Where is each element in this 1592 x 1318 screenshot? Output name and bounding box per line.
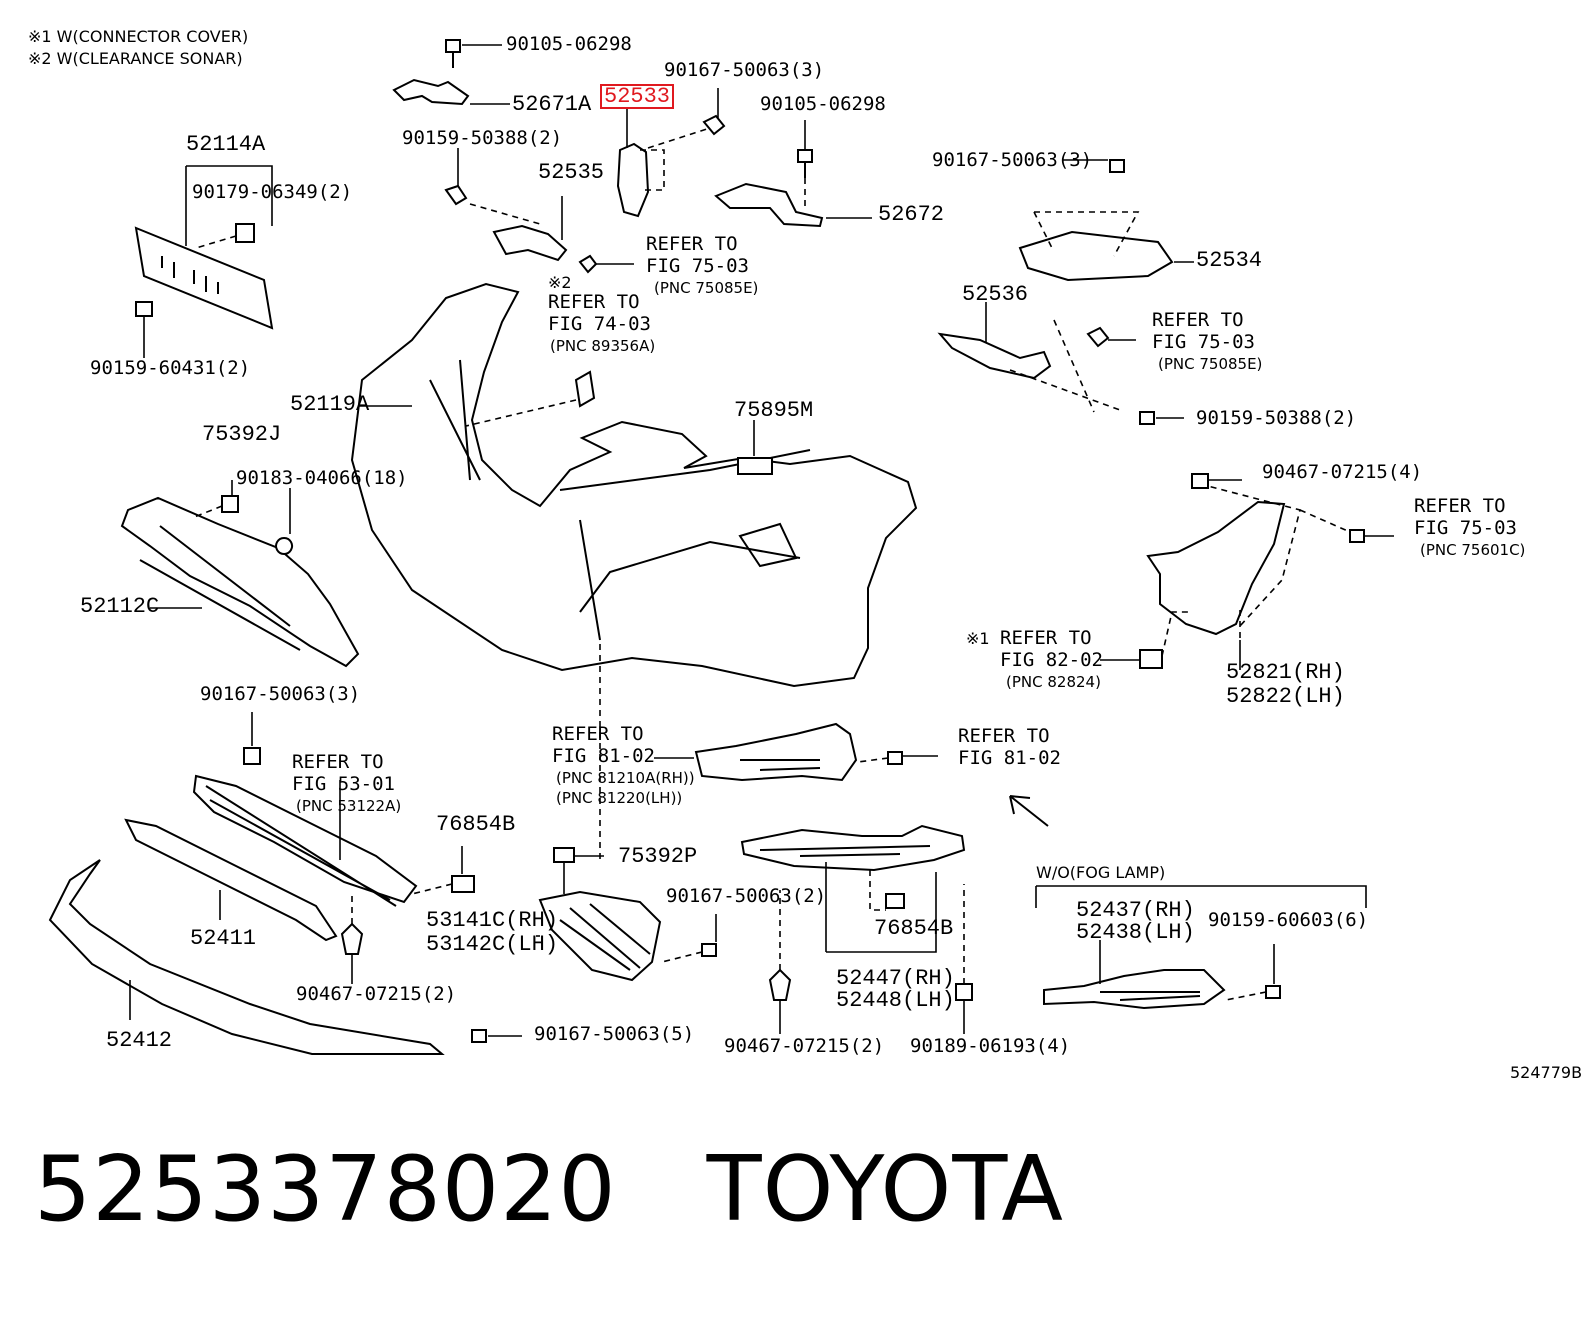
label-part: 52437(RH) bbox=[1076, 898, 1195, 923]
label-bolt: 90167-50063(3) bbox=[200, 683, 361, 705]
ref-line: REFER TO bbox=[1414, 495, 1506, 517]
label-part: 52119A bbox=[290, 392, 370, 417]
label-bolt: 90105-06298 bbox=[506, 33, 632, 55]
note-mark: ※2 bbox=[548, 273, 572, 292]
label-bolt: 90467-07215(4) bbox=[1262, 461, 1423, 483]
ref-line: FIG 75-03 bbox=[1152, 331, 1255, 353]
bracket-52671A bbox=[392, 78, 510, 106]
label-part: 52671A bbox=[512, 92, 592, 117]
label-part: 52114A bbox=[186, 132, 266, 157]
trim-52447 bbox=[740, 824, 973, 1034]
label-part: 75895M bbox=[734, 398, 814, 423]
label-part: 75392J bbox=[202, 422, 282, 447]
label-bolt: 90167-50063(3) bbox=[932, 149, 1093, 171]
label-part: 52821(RH) bbox=[1226, 660, 1345, 685]
label-part-highlighted[interactable]: 52533 bbox=[600, 84, 675, 109]
label-part: 52411 bbox=[190, 926, 257, 951]
retainer-52534 bbox=[1018, 159, 1194, 282]
ref-line: FIG 81-02 bbox=[958, 747, 1061, 769]
label-bolt: 90167-50063(2) bbox=[666, 885, 827, 907]
label-bolt: 90167-50063(3) bbox=[664, 59, 825, 81]
grille-lower bbox=[192, 712, 475, 984]
note-mark: ※1 bbox=[966, 629, 990, 648]
wo-fog-bracket bbox=[1035, 885, 1367, 1010]
ref-line: (PNC 75601C) bbox=[1420, 541, 1526, 559]
bracket-52535 bbox=[492, 196, 634, 274]
label-part: 52112C bbox=[80, 594, 160, 619]
label-bolt: 90467-07215(2) bbox=[296, 983, 457, 1005]
ref-line: FIG 74-03 bbox=[548, 313, 651, 335]
ref-line: (PNC 82824) bbox=[1006, 673, 1101, 691]
bumper-cover-52119A bbox=[350, 282, 918, 688]
ref-line: FIG 75-03 bbox=[1414, 517, 1517, 539]
label-part: 53142C(LH) bbox=[426, 932, 559, 957]
label-part: 76854B bbox=[436, 812, 516, 837]
fog-cover-53141C bbox=[536, 847, 717, 982]
label-part: 76854B bbox=[874, 916, 954, 941]
label-part: 52412 bbox=[106, 1028, 173, 1053]
note-connector-cover: ※1 W(CONNECTOR COVER) bbox=[28, 27, 249, 46]
ref-line: (PNC 75085E) bbox=[1158, 355, 1263, 373]
label-bolt: 90167-50063(5) bbox=[534, 1023, 695, 1045]
label-part: 52535 bbox=[538, 160, 605, 185]
label-part: 52447(RH) bbox=[836, 966, 955, 991]
bolt-90105-06298-right bbox=[797, 120, 813, 208]
caption-title: 5253378020 TOYOTA bbox=[34, 1140, 1064, 1240]
bracket-52672 bbox=[714, 182, 872, 228]
bolt-90105-06298-top bbox=[445, 39, 502, 68]
ref-line: REFER TO bbox=[958, 725, 1050, 747]
label-part: 52536 bbox=[962, 282, 1029, 307]
ref-line: FIG 81-02 bbox=[552, 745, 655, 767]
ref-line: REFER TO bbox=[292, 751, 384, 773]
bracket-52533 bbox=[616, 108, 711, 218]
ref-line: (PNC 75085E) bbox=[654, 279, 759, 297]
label-part: 52534 bbox=[1196, 248, 1263, 273]
ref-line: REFER TO bbox=[1000, 627, 1092, 649]
ref-line: (PNC 81220(LH)) bbox=[556, 789, 683, 807]
bolt-90167-50063-top bbox=[702, 88, 726, 136]
ref-line: REFER TO bbox=[1152, 309, 1244, 331]
ref-line: REFER TO bbox=[548, 291, 640, 313]
label-part: 52822(LH) bbox=[1226, 684, 1345, 709]
caption-part-number: 5253378020 bbox=[34, 1137, 617, 1242]
label-part: 53141C(RH) bbox=[426, 908, 559, 933]
label-bolt: 90189-06193(4) bbox=[910, 1035, 1071, 1057]
license-bracket-52114A bbox=[134, 165, 274, 358]
ref-line: (PNC 53122A) bbox=[296, 797, 402, 815]
ref-line: (PNC 81210A(RH)) bbox=[556, 769, 695, 787]
diagram-code: 524779B bbox=[1510, 1063, 1583, 1082]
bracket-52821-52822 bbox=[1100, 473, 1394, 670]
molding-52412 bbox=[48, 859, 522, 1055]
label-part: 52438(LH) bbox=[1076, 920, 1195, 945]
label-bolt: 90159-60431(2) bbox=[90, 357, 251, 379]
label-part: 52672 bbox=[878, 202, 945, 227]
note-clearance-sonar: ※2 W(CLEARANCE SONAR) bbox=[28, 49, 243, 68]
ref-line: FIG 53-01 bbox=[292, 773, 395, 795]
label-bolt: 90183-04066(18) bbox=[236, 467, 408, 489]
label-bolt: 90105-06298 bbox=[760, 93, 886, 115]
ref-line: FIG 75-03 bbox=[646, 255, 749, 277]
ref-line: REFER TO bbox=[646, 233, 738, 255]
ref-line: FIG 82-02 bbox=[1000, 649, 1103, 671]
label-part: 75392P bbox=[618, 844, 698, 869]
label-bolt: 90159-60603(6) bbox=[1208, 909, 1369, 931]
molding-52411 bbox=[124, 818, 338, 942]
label-bolt: 90179-06349(2) bbox=[192, 181, 353, 203]
label-bolt: 90467-07215(2) bbox=[724, 1035, 885, 1057]
label-bolt: 90159-50388(2) bbox=[402, 127, 563, 149]
ref-line: (PNC 89356A) bbox=[550, 337, 656, 355]
label-part: 52448(LH) bbox=[836, 988, 955, 1013]
label-wo-fog-lamp: W/O(FOG LAMP) bbox=[1036, 863, 1166, 882]
label-bolt: 90159-50388(2) bbox=[1196, 407, 1357, 429]
caption-brand: TOYOTA bbox=[706, 1137, 1064, 1242]
absorber-52112C bbox=[120, 480, 360, 668]
bolt-90159-50388-a bbox=[444, 148, 541, 225]
retainer-52536 bbox=[937, 302, 1184, 425]
fog-lamp-bracket bbox=[599, 644, 1049, 864]
ref-line: REFER TO bbox=[552, 723, 644, 745]
